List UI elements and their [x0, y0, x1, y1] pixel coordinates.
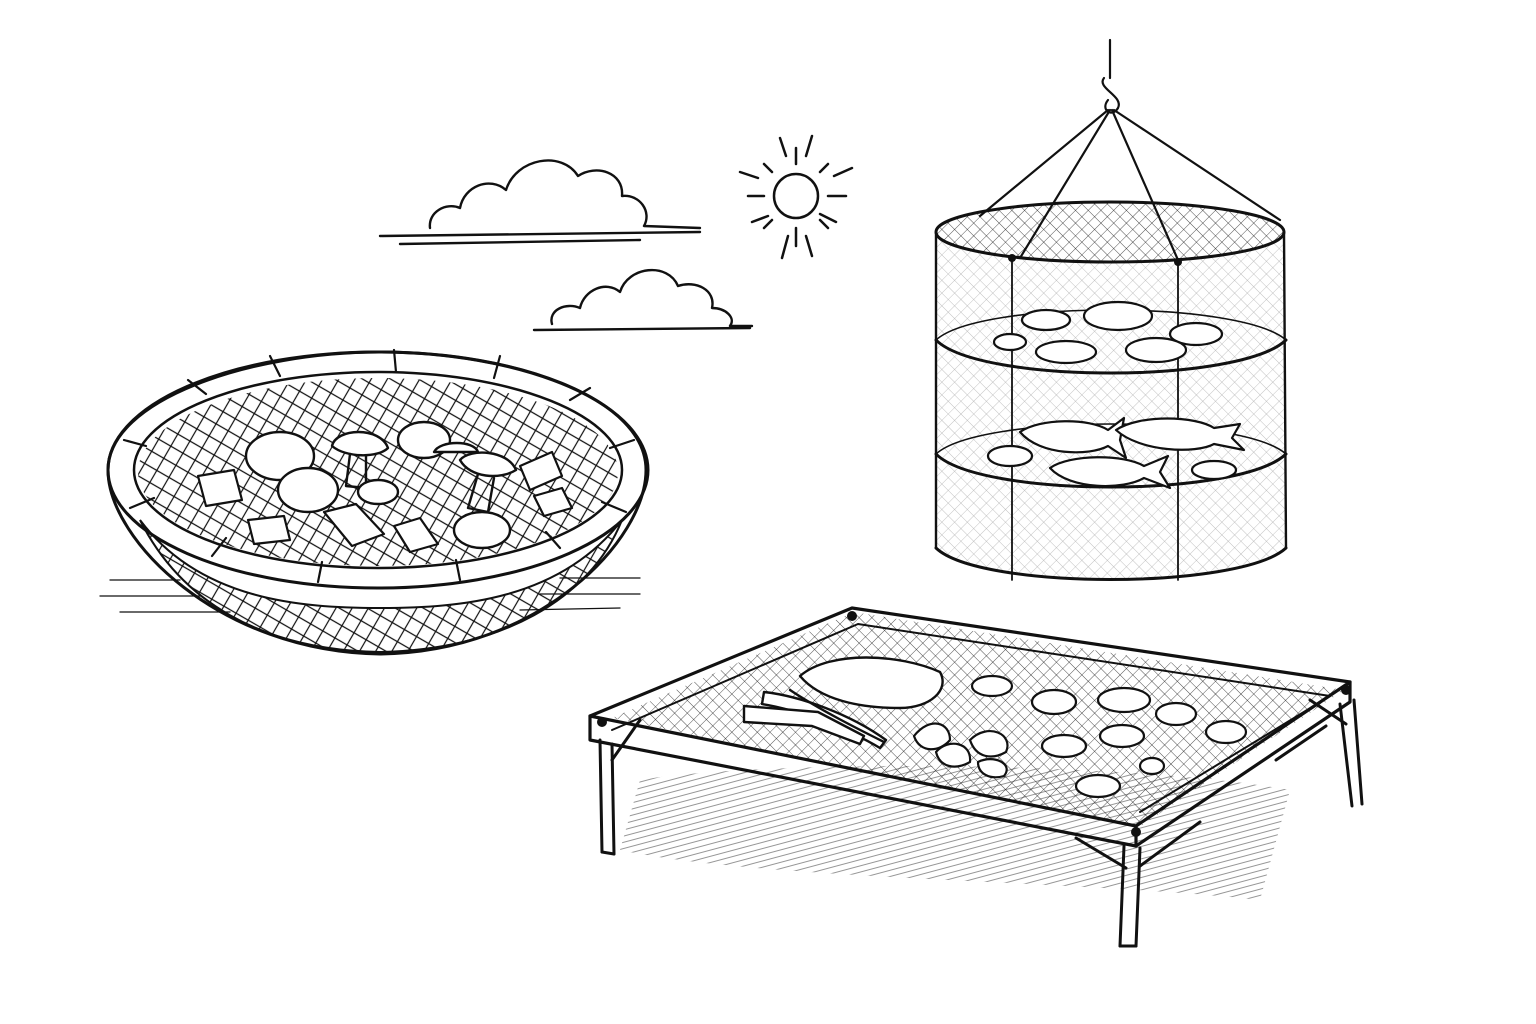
herb-icon — [912, 722, 1009, 779]
drying-rack-icon — [588, 606, 1364, 948]
sun-icon — [738, 134, 854, 260]
mesh-dryer-icon — [934, 38, 1288, 581]
meat-strip-icon — [742, 656, 944, 750]
fruit-slice-icon — [992, 300, 1224, 365]
mushroom-icon — [244, 420, 518, 550]
fish-icon — [986, 416, 1246, 490]
fruit-slice-icon — [970, 674, 1248, 799]
cloud-icon — [532, 269, 754, 332]
cloud-icon — [378, 159, 702, 246]
vegetable-slice-icon — [196, 450, 574, 554]
basket-icon — [99, 348, 650, 656]
